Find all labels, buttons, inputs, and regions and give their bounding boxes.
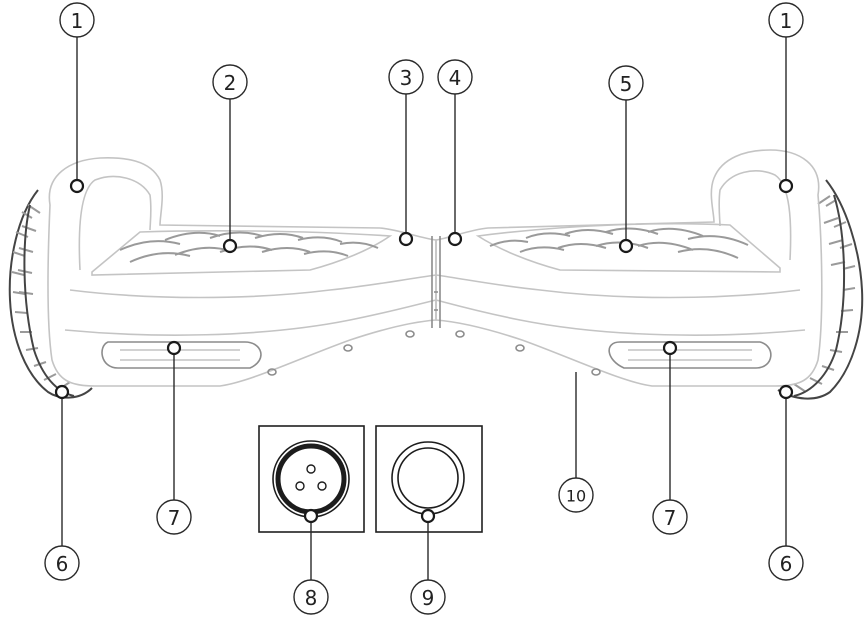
callout-label: 2 — [224, 71, 237, 95]
callout-1-left: 1 — [59, 2, 95, 38]
callout-label: 4 — [449, 66, 462, 90]
callout-3: 3 — [388, 59, 424, 95]
callout-7-right: 7 — [652, 499, 688, 535]
callout-label: 7 — [664, 506, 677, 530]
callout-8: 8 — [293, 579, 329, 615]
right-foot-pad-ribs — [489, 227, 749, 259]
callout-label: 10 — [566, 487, 586, 506]
callout-label: 7 — [168, 506, 181, 530]
callout-6-right: 6 — [768, 545, 804, 581]
callout-label: 6 — [56, 552, 69, 576]
callout-label: 8 — [305, 586, 318, 610]
callout-6-left: 6 — [44, 545, 80, 581]
callout-5: 5 — [608, 65, 644, 101]
callout-label: 9 — [422, 586, 435, 610]
callout-label: 3 — [400, 66, 413, 90]
callout-label: 1 — [71, 9, 84, 33]
callout-7-left: 7 — [156, 499, 192, 535]
callout-2: 2 — [212, 64, 248, 100]
callout-4: 4 — [437, 59, 473, 95]
callout-10: 10 — [558, 477, 594, 513]
callout-1-right: 1 — [768, 2, 804, 38]
anchor-dots — [54, 178, 794, 524]
callout-9: 9 — [410, 579, 446, 615]
right-wheel — [777, 179, 864, 400]
hoverboard-body — [8, 149, 864, 400]
callout-label: 5 — [620, 72, 633, 96]
leader-lines — [61, 37, 787, 580]
left-foot-pad-ribs — [119, 231, 379, 263]
callout-label: 1 — [780, 9, 793, 33]
callout-label: 6 — [780, 552, 793, 576]
